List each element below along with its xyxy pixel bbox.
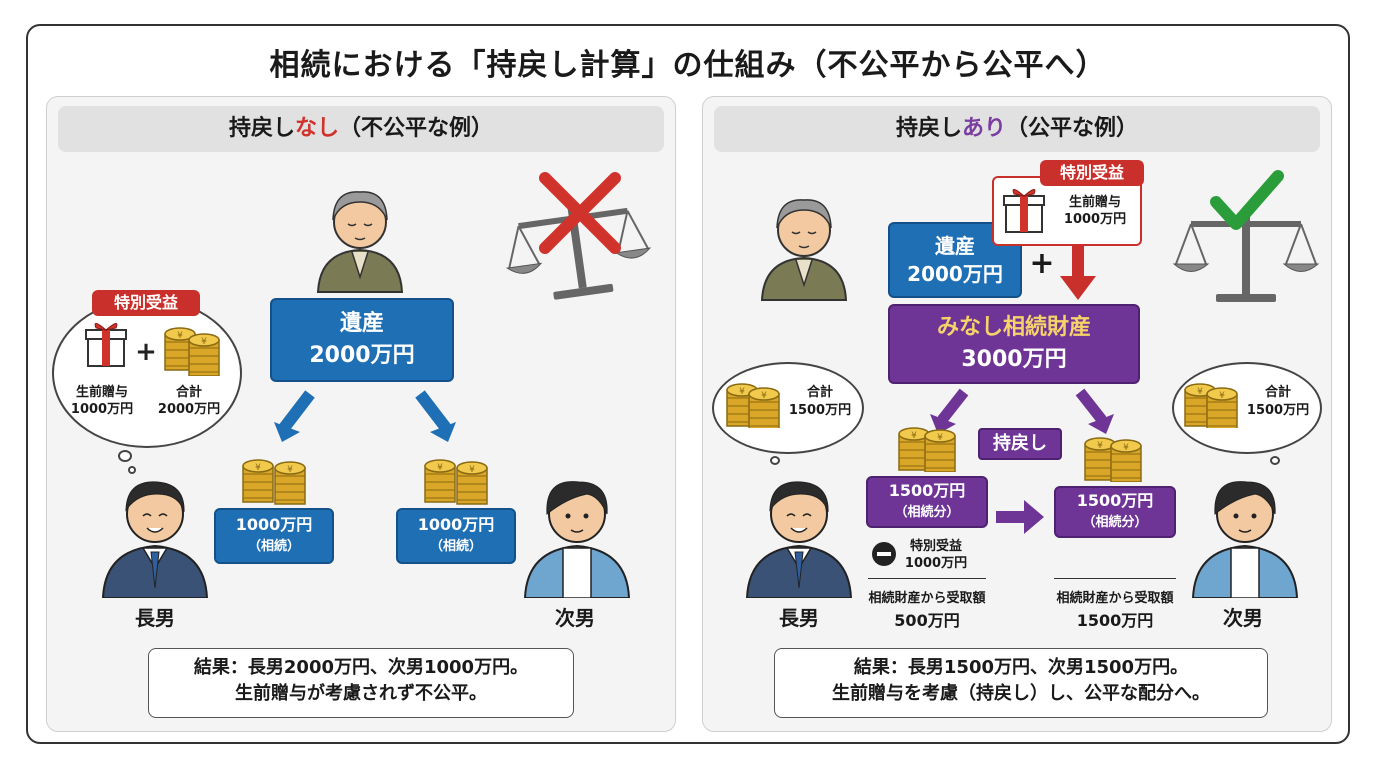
left-bubble-total-label: 合計 2000万円 xyxy=(144,384,234,418)
right-bubble-1-label: 合計 1500万円 xyxy=(778,384,862,420)
mochimodoshi-label: 持戻し xyxy=(978,428,1062,460)
right-eldest-son-avatar xyxy=(746,480,852,598)
deemed-estate-box: みなし相続財産 3000万円 xyxy=(888,304,1140,384)
bubble-dot xyxy=(128,466,136,474)
deemed-estate-label: みなし相続財産 xyxy=(936,315,1091,340)
right-share-2-type: （相続分） xyxy=(1082,515,1148,530)
left-eldest-son-label: 長男 xyxy=(135,606,175,630)
right-eldest-son-label: 長男 xyxy=(779,606,819,630)
right-share-2: 1500万円 （相続分） xyxy=(1054,486,1176,538)
left-coins-1 xyxy=(242,459,306,505)
bubble-dot xyxy=(770,456,780,465)
left-second-son-label: 次男 xyxy=(555,606,595,630)
down-arrow-red xyxy=(1060,244,1096,300)
right-gift-l1: 生前贈与 xyxy=(1068,195,1121,210)
right-receive-1-amount: 500万円 xyxy=(894,611,960,630)
left-share-1-type: （相続） xyxy=(247,539,300,554)
right-receive-2: 相続財産から受取額 1500万円 xyxy=(1040,588,1190,632)
right-minus-l1: 特別受益 xyxy=(909,539,962,554)
left-heading-c: （不公平な例） xyxy=(339,116,494,141)
bubble-dot xyxy=(1270,456,1280,465)
deemed-estate-amount: 3000万円 xyxy=(961,347,1067,372)
right-receive-1: 相続財産から受取額 500万円 xyxy=(852,588,1002,632)
left-estate-box: 遺産 2000万円 xyxy=(270,298,454,382)
grandparent-avatar xyxy=(761,198,847,301)
right-minus-l2: 1000万円 xyxy=(904,556,968,571)
unbalanced-scale-icon xyxy=(500,172,660,318)
right-panel-heading: 持戻しあり（公平な例） xyxy=(714,106,1320,152)
main-title: 相続における「持戻し計算」の仕組み（不公平から公平へ） xyxy=(269,48,1107,83)
divider xyxy=(1054,578,1176,579)
gift-icon xyxy=(1003,188,1045,233)
left-heading-b: なし xyxy=(294,116,339,141)
left-bubble-total-l1: 合計 xyxy=(175,385,202,400)
right-share-1: 1500万円 （相続分） xyxy=(866,476,988,528)
right-thought-bubble-2 xyxy=(1172,362,1322,454)
left-second-son-avatar xyxy=(524,480,630,598)
right-bubble-2-label: 合計 1500万円 xyxy=(1236,384,1320,420)
right-bubble-1-coins xyxy=(726,383,780,428)
right-estate-label: 遺産 xyxy=(935,234,975,258)
left-bubble-gift-l2: 1000万円 xyxy=(70,402,134,417)
left-estate-label: 遺産 xyxy=(339,311,384,336)
right-receive-2-amount: 1500万円 xyxy=(1076,611,1154,630)
right-bubble-1-l1: 合計 xyxy=(806,385,833,400)
left-estate-amount: 2000万円 xyxy=(309,343,415,368)
balanced-scale-icon xyxy=(1166,170,1326,318)
left-gift-coins: + xyxy=(85,322,220,376)
right-bubble-2-l2: 1500万円 xyxy=(1246,403,1310,418)
right-coins-1 xyxy=(898,427,956,472)
left-share-1-amount: 1000万円 xyxy=(235,515,313,534)
right-bubble-2-l1: 合計 xyxy=(1264,385,1291,400)
right-share-1-type: （相続分） xyxy=(894,505,960,520)
plus-icon: + xyxy=(1029,246,1055,281)
right-result-box: 結果：長男1500万円、次男1500万円。 生前贈与を考慮（持戻し）し、公平な配… xyxy=(774,648,1268,718)
bubble-dot xyxy=(118,450,132,462)
minus-icon xyxy=(872,542,896,566)
grandparent-avatar xyxy=(317,190,403,293)
left-eldest-son-avatar xyxy=(102,480,208,598)
left-result-line1: 結果：長男2000万円、次男1000万円。 xyxy=(193,657,529,678)
left-bubble-total-l2: 2000万円 xyxy=(157,402,221,417)
right-special-benefit-badge: 特別受益 xyxy=(1040,160,1144,186)
left-result-line2: 生前贈与が考慮されず不公平。 xyxy=(235,683,487,704)
left-split-arrows xyxy=(274,390,456,442)
left-special-benefit-badge: 特別受益 xyxy=(92,290,200,316)
left-share-1: 1000万円 （相続） xyxy=(214,508,334,564)
left-share-2-amount: 1000万円 xyxy=(417,515,495,534)
right-receive-2-label: 相続財産から受取額 xyxy=(1056,591,1174,606)
right-result-line1: 結果：長男1500万円、次男1500万円。 xyxy=(853,657,1189,678)
right-transfer-arrow xyxy=(996,500,1044,534)
right-bubble-1-l2: 1500万円 xyxy=(788,403,852,418)
right-minus-label: 特別受益 1000万円 xyxy=(896,538,976,572)
right-gift-label: 生前贈与 1000万円 xyxy=(1050,194,1140,228)
right-gift-l2: 1000万円 xyxy=(1063,212,1127,227)
right-second-son-avatar xyxy=(1192,480,1298,598)
right-bubble-2-coins xyxy=(1184,383,1238,428)
left-heading-a: 持戻し xyxy=(228,116,295,141)
right-share-2-amount: 1500万円 xyxy=(1076,491,1154,510)
left-bubble-gift-l1: 生前贈与 xyxy=(75,385,128,400)
right-heading-b: あり xyxy=(961,116,1006,141)
divider xyxy=(868,578,986,579)
right-heading-c: （公平な例） xyxy=(1006,116,1139,141)
left-result-box: 結果：長男2000万円、次男1000万円。 生前贈与が考慮されず不公平。 xyxy=(148,648,574,718)
right-estate-amount: 2000万円 xyxy=(907,262,1003,286)
left-share-2: 1000万円 （相続） xyxy=(396,508,516,564)
right-result-line2: 生前贈与を考慮（持戻し）し、公平な配分へ。 xyxy=(832,683,1210,704)
right-coins-2 xyxy=(1084,437,1142,482)
left-coins-2 xyxy=(424,459,488,505)
left-bubble-gift-label: 生前贈与 1000万円 xyxy=(62,384,142,418)
plus-icon: + xyxy=(135,337,157,367)
right-second-son-label: 次男 xyxy=(1223,606,1263,630)
left-panel-heading: 持戻しなし（不公平な例） xyxy=(58,106,664,152)
right-receive-1-label: 相続財産から受取額 xyxy=(868,591,986,606)
right-share-1-amount: 1500万円 xyxy=(888,481,966,500)
left-share-2-type: （相続） xyxy=(429,539,482,554)
right-split-arrows xyxy=(930,388,1114,434)
right-heading-a: 持戻し xyxy=(895,116,962,141)
